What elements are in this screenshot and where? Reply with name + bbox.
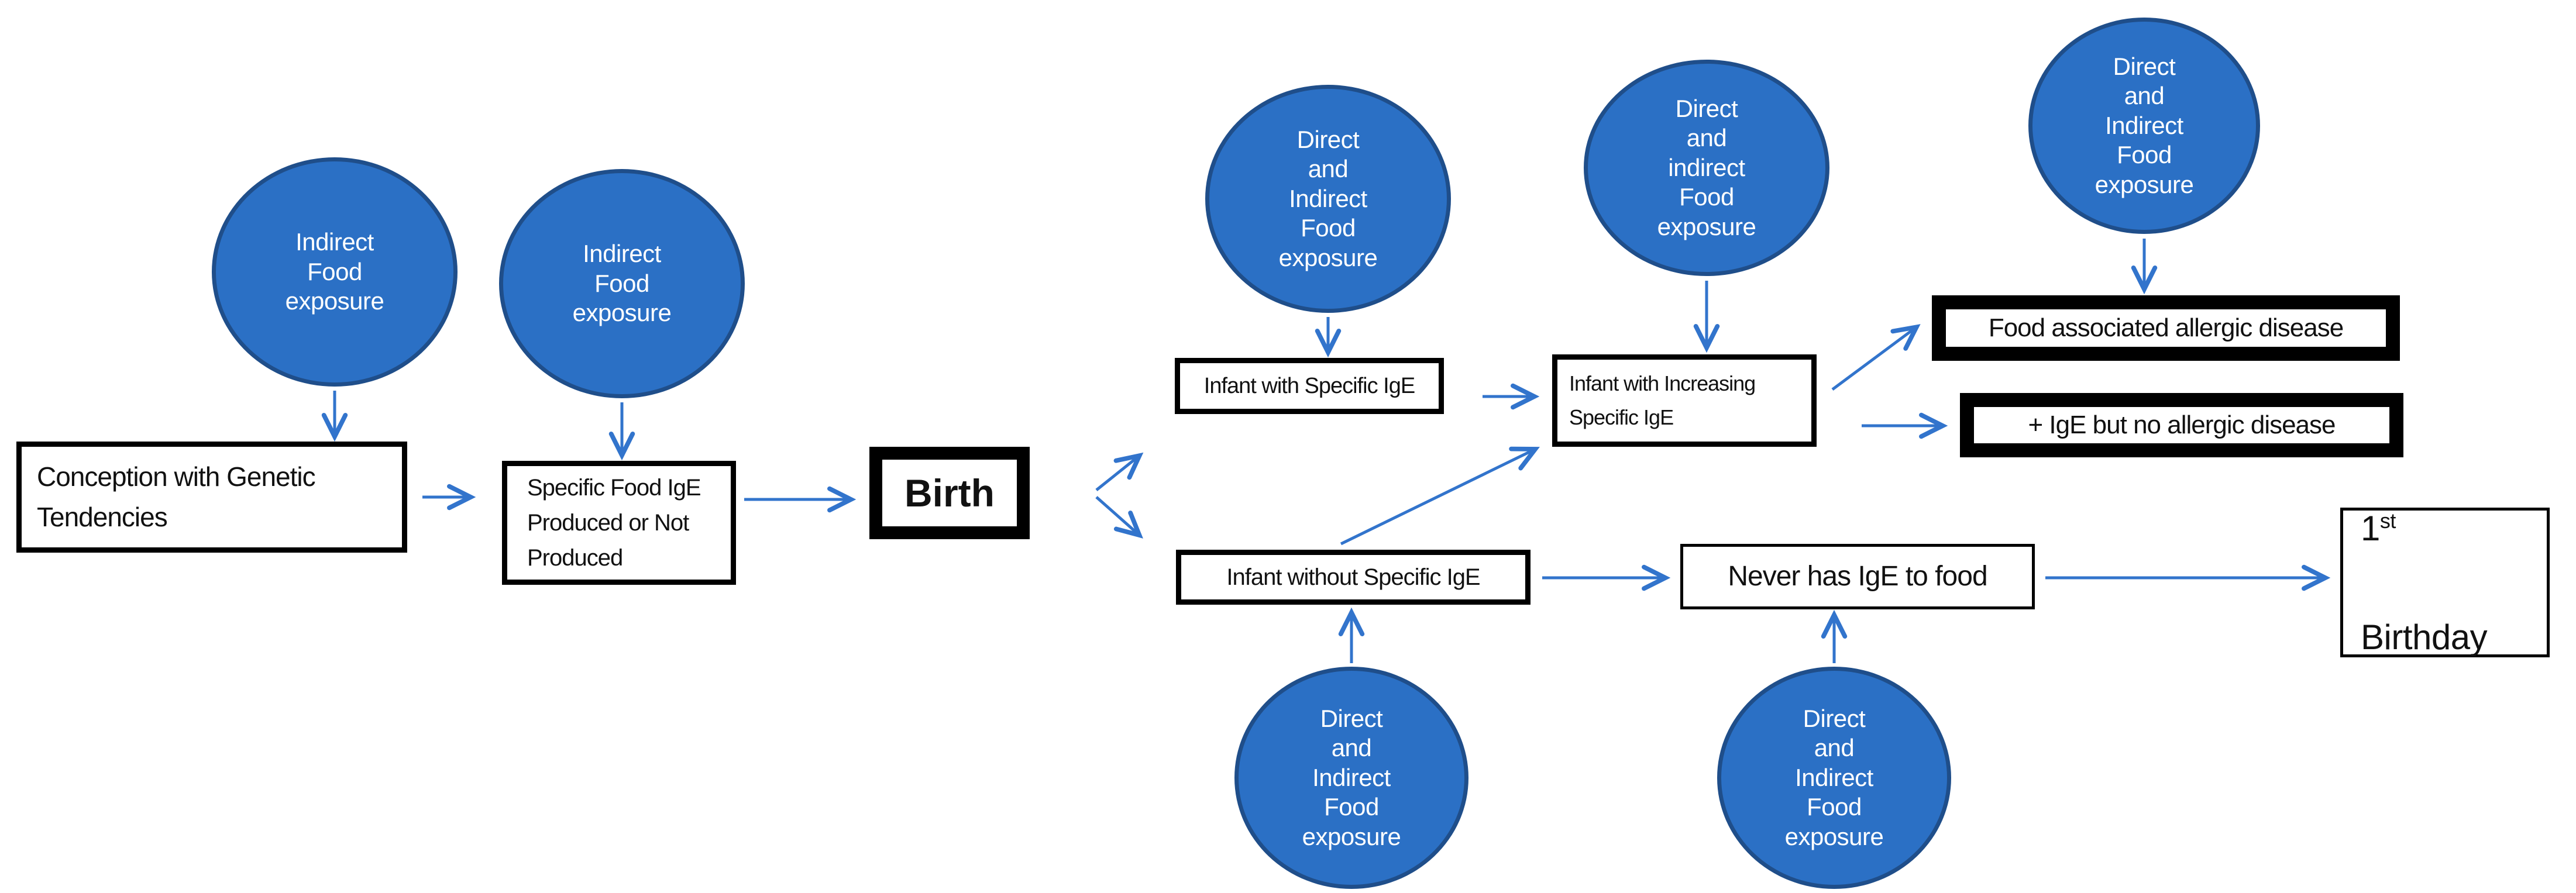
ellipse-indirect-food-exposure-2: Indirect Food exposure [499, 169, 745, 398]
box-never-has-ige-to-food: Never has IgE to food [1680, 544, 2035, 609]
arrow-infant-without-to-increasing [1340, 446, 1540, 546]
box-first-birthday: 1st Birthday [2340, 508, 2550, 657]
ellipse-direct-indirect-exposure-bottom-2: Direct and Indirect Food exposure [1717, 667, 1951, 889]
ellipse-direct-indirect-exposure-top-1: Direct and Indirect Food exposure [1205, 85, 1451, 313]
ellipse-direct-indirect-exposure-top-2: Direct and indirect Food exposure [1584, 60, 1829, 276]
box-infant-with-specific-ige: Infant with Specific IgE [1175, 358, 1444, 414]
box-birth: Birth [869, 447, 1030, 539]
ellipse-indirect-food-exposure-1: Indirect Food exposure [212, 157, 458, 387]
ellipse-direct-indirect-exposure-bottom-1: Direct and Indirect Food exposure [1234, 667, 1468, 889]
arrow-birth-branch-up [1095, 452, 1144, 491]
box-positive-ige-no-allergic-disease: + IgE but no allergic disease [1960, 393, 2403, 457]
arrow-birth-branch-down [1095, 496, 1143, 539]
box-conception-genetic-tendencies: Conception with Genetic Tendencies [16, 442, 407, 553]
box-specific-food-ige-produced: Specific Food IgE Produced or Not Produc… [502, 461, 736, 585]
first-birthday-label: 1st Birthday [2361, 447, 2488, 719]
box-infant-without-specific-ige: Infant without Specific IgE [1176, 550, 1531, 605]
arrow-increasing-to-food-assoc [1831, 324, 1921, 391]
box-infant-with-increasing-specific-ige: Infant with Increasing Specific IgE [1552, 354, 1817, 447]
first-birthday-word-line: Birthday [2361, 617, 2488, 657]
box-label-plus-ige: + IgE but no allergic disease [1972, 405, 2391, 445]
box-food-associated-allergic-disease: Food associated allergic disease [1932, 295, 2400, 361]
ellipse-direct-indirect-exposure-top-right: Direct and Indirect Food exposure [2028, 18, 2260, 234]
first-birthday-number-line: 1st [2361, 508, 2396, 548]
box-label-food-associated: Food associated allergic disease [1944, 308, 2388, 349]
